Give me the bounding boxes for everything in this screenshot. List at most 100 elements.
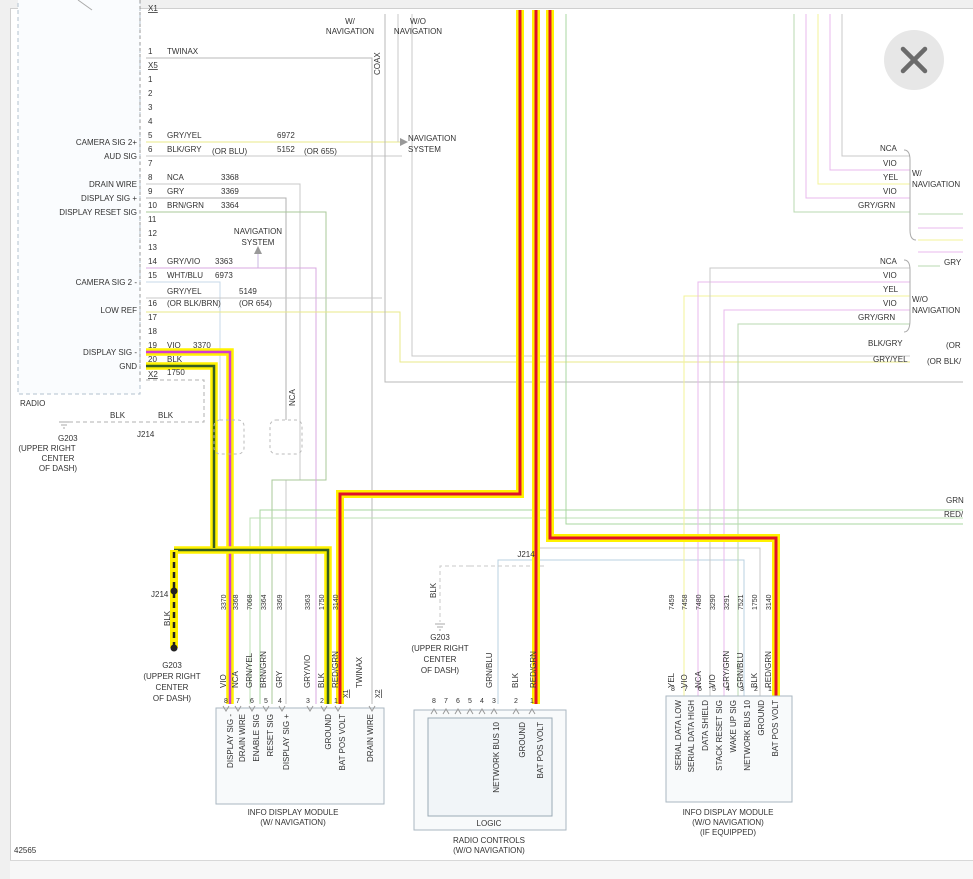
wire-27 xyxy=(805,14,910,199)
close-button[interactable] xyxy=(884,30,944,90)
label-60: 19 xyxy=(148,341,157,350)
label-138: DRAIN WIRE xyxy=(238,714,247,762)
label-171: 3140 xyxy=(766,594,773,610)
label-117: 3140 xyxy=(333,594,340,610)
label-37: BRN/GRN xyxy=(167,201,204,210)
label-69: NCA xyxy=(288,388,297,406)
arrow-pin-8 xyxy=(528,708,536,715)
label-97: RED/ xyxy=(944,510,964,519)
label-99: J214 xyxy=(151,590,169,599)
wire-13 xyxy=(384,14,963,383)
label-23: (OR BLU) xyxy=(212,147,247,156)
label-146: (W/ NAVIGATION) xyxy=(260,818,326,827)
label-129: 6 xyxy=(250,698,254,705)
label-75: CENTER xyxy=(42,454,75,463)
label-114: 3369 xyxy=(277,594,284,610)
label-82: W/ xyxy=(912,169,923,178)
label-106: G203 xyxy=(430,633,450,642)
label-180: 8 xyxy=(671,686,675,693)
label-88: VIO xyxy=(883,299,897,308)
label-98: J214 xyxy=(517,550,535,559)
label-152: 6 xyxy=(456,698,460,705)
label-127: 8 xyxy=(224,698,228,705)
label-18: NAVIGATION xyxy=(408,134,456,143)
arrow-pin-6 xyxy=(490,708,498,715)
label-81: GRY/GRN xyxy=(858,201,895,210)
wire-7 xyxy=(146,248,259,269)
label-64: 20 xyxy=(148,355,157,364)
label-186: 2 xyxy=(754,686,758,693)
label-128: 7 xyxy=(236,698,240,705)
label-66: X2 xyxy=(148,370,158,379)
label-30: 3368 xyxy=(221,173,239,182)
arrow-icon xyxy=(254,246,262,254)
label-43: 13 xyxy=(148,243,157,252)
label-108: CENTER xyxy=(424,655,457,664)
arrow-pin-7 xyxy=(512,708,520,715)
label-42: SYSTEM xyxy=(242,238,275,247)
shield-1 xyxy=(213,419,245,455)
wire-26 xyxy=(793,14,910,213)
arrow-pin-2 xyxy=(442,708,450,715)
wire-17 xyxy=(249,517,963,704)
arrow-pin-1 xyxy=(430,708,438,715)
label-91: NAVIGATION xyxy=(912,306,960,315)
label-67: 1750 xyxy=(167,368,185,377)
label-166: 7480 xyxy=(696,594,703,610)
wire-24 xyxy=(737,323,910,704)
label-173: VIO xyxy=(680,674,689,688)
label-175: VIO xyxy=(708,674,717,688)
label-156: 2 xyxy=(514,698,518,705)
label-55: (OR 654) xyxy=(239,299,272,308)
wire-5 xyxy=(146,197,287,420)
label-101: BLK xyxy=(429,582,438,598)
label-193: NETWORK BUS 10 xyxy=(743,699,752,770)
arrow-pin-3 xyxy=(454,708,462,715)
label-9: COAX xyxy=(373,52,382,75)
label-124: BLK xyxy=(317,672,326,688)
viewer-bottom-bar xyxy=(10,860,973,879)
label-197: (W/O NAVIGATION) xyxy=(692,818,764,827)
label-182: 6 xyxy=(698,686,702,693)
label-68: RADIO xyxy=(20,399,45,408)
label-59: DISPLAY SIG - xyxy=(83,348,137,357)
label-130: 5 xyxy=(264,698,268,705)
label-19: SYSTEM xyxy=(408,145,441,154)
label-11: 2 xyxy=(148,89,153,98)
label-170: 1750 xyxy=(752,594,759,610)
label-132: 3 xyxy=(306,698,310,705)
label-78: VIO xyxy=(883,159,897,168)
wire-22 xyxy=(709,267,910,704)
label-5: NAVIGATION xyxy=(394,27,442,36)
label-70: BLK xyxy=(110,411,126,420)
radio-module-box xyxy=(17,0,141,395)
wire-1 xyxy=(146,57,373,704)
label-116: 1750 xyxy=(319,594,326,610)
label-167: 3290 xyxy=(710,594,717,610)
label-96: GRN xyxy=(946,496,964,505)
label-22: BLK/GRY xyxy=(167,145,202,154)
red-wire-1 xyxy=(338,10,522,704)
wire-12 xyxy=(64,379,205,423)
label-72: J214 xyxy=(137,430,155,439)
info-display-module-wo-nav-box xyxy=(665,695,793,803)
label-92: BLK/GRY xyxy=(868,339,903,348)
label-15: 5 xyxy=(148,131,153,140)
close-icon xyxy=(900,46,928,74)
wire-16 xyxy=(259,509,963,704)
label-109: OF DASH) xyxy=(421,666,460,675)
wire-6 xyxy=(146,211,327,704)
label-95: (OR BLK/ xyxy=(927,357,962,366)
label-126: TWINAX xyxy=(355,656,364,688)
label-29: NCA xyxy=(167,173,185,182)
label-194: GROUND xyxy=(757,700,766,736)
label-198: (IF EQUIPPED) xyxy=(700,828,756,837)
label-57: 17 xyxy=(148,313,157,322)
label-104: CENTER xyxy=(156,683,189,692)
label-192: WAKE UP SIG xyxy=(729,700,738,752)
label-79: YEL xyxy=(883,173,899,182)
wire-20 xyxy=(683,295,910,704)
pin-6 xyxy=(306,705,314,712)
pin-4 xyxy=(262,705,270,712)
